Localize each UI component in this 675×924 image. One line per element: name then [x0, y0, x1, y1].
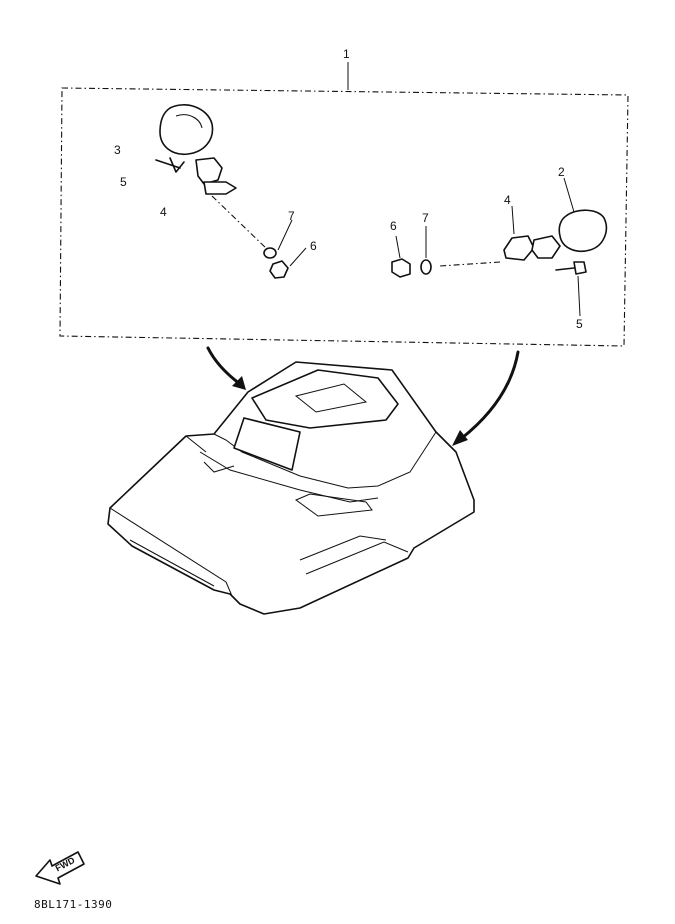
leader-2	[563, 177, 575, 213]
right-mirror-assembly	[391, 177, 608, 317]
callout-1: 1	[343, 47, 350, 61]
rear-view-mirror-icon	[159, 104, 214, 156]
leader-6-right	[395, 235, 401, 259]
callout-5-right: 5	[576, 317, 583, 331]
callout-4-right: 4	[504, 193, 511, 207]
left-assembly-axis	[211, 195, 269, 251]
cowling-icon	[107, 361, 475, 615]
kit-boundary	[59, 87, 629, 347]
leader-4-right	[511, 205, 515, 235]
mount-arrow-right	[452, 350, 520, 446]
leader-7-left	[277, 219, 293, 251]
callout-2: 2	[558, 165, 565, 179]
callout-6-right: 6	[390, 219, 397, 233]
washer-icon	[420, 259, 432, 275]
callout-4-left: 4	[160, 205, 167, 219]
bolt-icon	[155, 157, 185, 173]
callout-7-left: 7	[288, 209, 295, 223]
leader-5-right	[577, 275, 581, 317]
callout-5-left: 5	[120, 175, 127, 189]
rear-view-mirror-icon	[558, 209, 608, 252]
leader-6-left	[289, 247, 307, 267]
callout-3: 3	[114, 143, 121, 157]
left-mirror-assembly	[155, 104, 307, 279]
bolt-icon	[555, 261, 587, 275]
mounting-bracket-icon	[195, 157, 237, 195]
nut-icon	[391, 258, 411, 278]
nut-icon	[269, 260, 289, 279]
figure-code: 8BL171-1390	[34, 898, 112, 911]
fwd-arrow-icon: FWD	[35, 851, 85, 885]
callout-6-left: 6	[310, 239, 317, 253]
mounting-bracket-icon	[503, 235, 561, 261]
mount-arrow-left	[206, 346, 246, 390]
callout-7-right: 7	[422, 211, 429, 225]
right-assembly-axis	[439, 261, 501, 267]
washer-icon	[263, 247, 277, 259]
